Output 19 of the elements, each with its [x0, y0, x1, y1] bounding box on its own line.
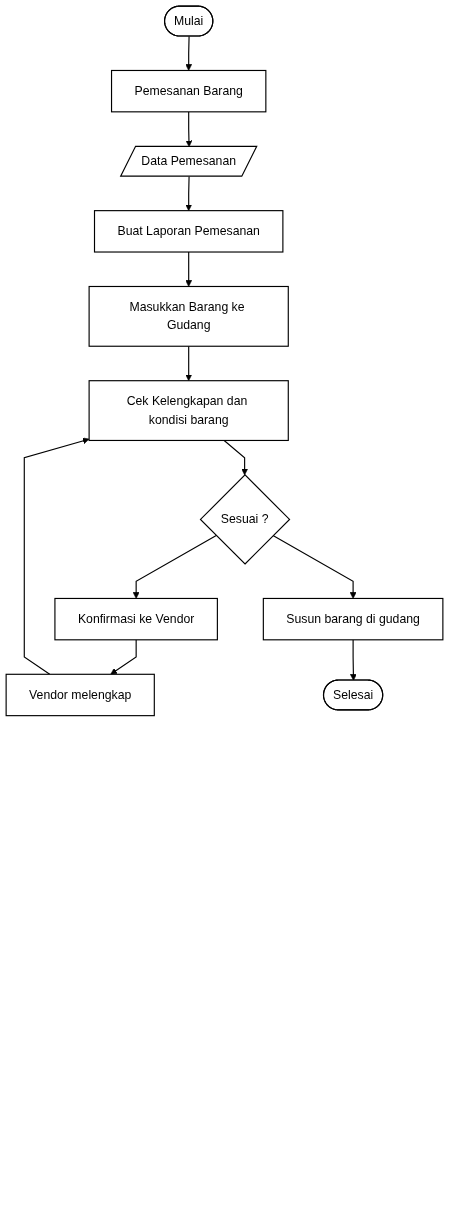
node-box: Buat Laporan Pemesanan [93, 210, 284, 253]
arrow [185, 345, 193, 381]
node-box: Cek Kelengkapan dan kondisi barang [88, 380, 289, 442]
node-box: Konfirmasi ke Vendor [54, 597, 218, 641]
arrow [350, 639, 357, 681]
node-box: Pemesanan Barang [110, 69, 267, 113]
node-diamond: Sesuai ? [199, 474, 291, 565]
arrow [185, 35, 193, 71]
node-box: Vendor melengkap [5, 673, 155, 717]
arrow [132, 535, 217, 599]
arrow [185, 176, 193, 211]
node-box: Susun barang di gudang [262, 597, 444, 641]
arrow [223, 439, 248, 476]
node-box: Masukkan Barang ke Gudang [88, 285, 289, 347]
arrow [185, 251, 193, 287]
arrow [185, 111, 193, 147]
arrow [272, 535, 357, 599]
arrow [23, 437, 90, 675]
arrow [110, 639, 137, 675]
